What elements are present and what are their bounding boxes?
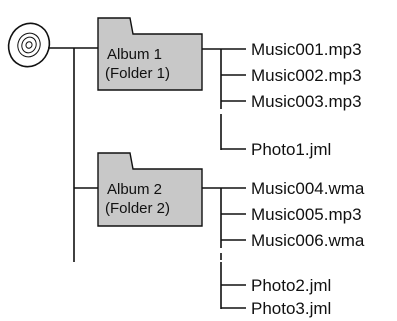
file-name: Music006.wma	[251, 231, 365, 250]
file-name: Music003.mp3	[251, 92, 362, 111]
folder-1-branches	[202, 48, 246, 150]
cd-disc-icon	[7, 22, 51, 68]
file-name: Music001.mp3	[251, 40, 362, 59]
photo-file-name: Photo2.jml	[251, 276, 331, 295]
folder-album-1: Album 1 (Folder 1)	[97, 17, 203, 91]
folder-title: Album 2	[107, 181, 162, 198]
folder-subtitle: (Folder 1)	[105, 65, 170, 82]
folder-icon	[97, 152, 203, 227]
file-name: Music002.mp3	[251, 66, 362, 85]
file-name: Music005.mp3	[251, 205, 362, 224]
folder-album-2: Album 2 (Folder 2)	[97, 152, 203, 227]
folder-2-branches	[202, 187, 246, 309]
file-name: Music004.wma	[251, 179, 365, 198]
folder-subtitle: (Folder 2)	[105, 200, 170, 217]
photo-file-name: Photo3.jml	[251, 299, 331, 318]
photo-file-name: Photo1.jml	[251, 140, 331, 159]
folder-icon	[97, 17, 203, 91]
folder-title: Album 1	[107, 46, 162, 63]
tree-trunk	[48, 47, 98, 262]
